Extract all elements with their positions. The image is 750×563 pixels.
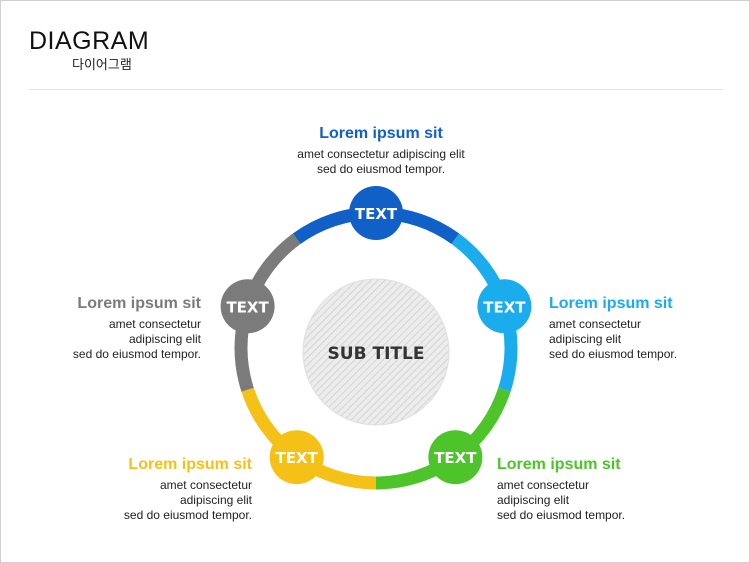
node-bottom-left-body: amet consectetur adipiscing elit sed do … (32, 478, 252, 523)
node-top-body: amet consectetur adipiscing elit sed do … (266, 147, 496, 177)
node-right-text: Lorem ipsum sit amet consectetur adipisc… (549, 294, 739, 362)
node-bottom-left-line1: amet consectetur (159, 478, 252, 492)
node-bottom-right-line3: sed do eiusmod tempor. (497, 508, 626, 522)
node-top-heading: Lorem ipsum sit (319, 125, 443, 142)
page-title: DIAGRAM (29, 27, 150, 55)
node-left-line3: sed do eiusmod tempor. (72, 347, 201, 361)
node-bottom-right-line1: amet consectetur (497, 478, 590, 492)
node-left-body: amet consectetur adipiscing elit sed do … (0, 317, 201, 362)
node-top-line1: amet consectetur adipiscing elit (297, 147, 465, 161)
node-right-body: amet consectetur adipiscing elit sed do … (549, 317, 739, 362)
node-left-line1: amet consectetur (108, 317, 201, 331)
node-label-bottom-left: TEXT (276, 449, 319, 467)
node-bottom-right-line2: adipiscing elit (497, 493, 570, 507)
node-bottom-right-text: Lorem ipsum sit amet consectetur adipisc… (497, 455, 717, 523)
node-right-line2: adipiscing elit (549, 332, 622, 346)
node-left-heading: Lorem ipsum sit (77, 295, 201, 312)
node-bottom-left-line3: sed do eiusmod tempor. (123, 508, 252, 522)
ring-nodes: TEXT TEXT TEXT TEXT TEXT (220, 186, 532, 485)
node-left-text: Lorem ipsum sit amet consectetur adipisc… (0, 294, 201, 362)
node-label-top: TEXT (355, 205, 398, 223)
node-bottom-left-line2: adipiscing elit (179, 493, 252, 507)
node-label-bottom-right: TEXT (434, 449, 477, 467)
node-circle-bottom-left (269, 430, 324, 485)
node-top-line2: sed do eiusmod tempor. (316, 162, 446, 176)
center-circle (302, 278, 450, 426)
node-bottom-left-heading: Lorem ipsum sit (128, 456, 252, 473)
node-right-heading: Lorem ipsum sit (549, 295, 673, 312)
node-right-line1: amet consectetur (549, 317, 642, 331)
node-bottom-right-body: amet consectetur adipiscing elit sed do … (497, 478, 717, 523)
node-bottom-right-heading: Lorem ipsum sit (497, 456, 621, 473)
node-circle-left (220, 279, 275, 334)
node-circle-right (477, 279, 532, 334)
node-bottom-left-text: Lorem ipsum sit amet consectetur adipisc… (32, 455, 252, 523)
header-divider (29, 89, 723, 90)
node-top-text: Lorem ipsum sit amet consectetur adipisc… (266, 124, 496, 177)
node-right-line3: sed do eiusmod tempor. (549, 347, 678, 361)
center-label: SUB TITLE (328, 344, 425, 364)
page-subtitle: 다이어그램 (72, 58, 132, 73)
node-label-right: TEXT (483, 298, 526, 316)
node-left-line2: adipiscing elit (128, 332, 201, 346)
node-label-left: TEXT (226, 298, 269, 316)
node-circle-top (349, 186, 403, 240)
node-circle-bottom-right (428, 430, 483, 485)
